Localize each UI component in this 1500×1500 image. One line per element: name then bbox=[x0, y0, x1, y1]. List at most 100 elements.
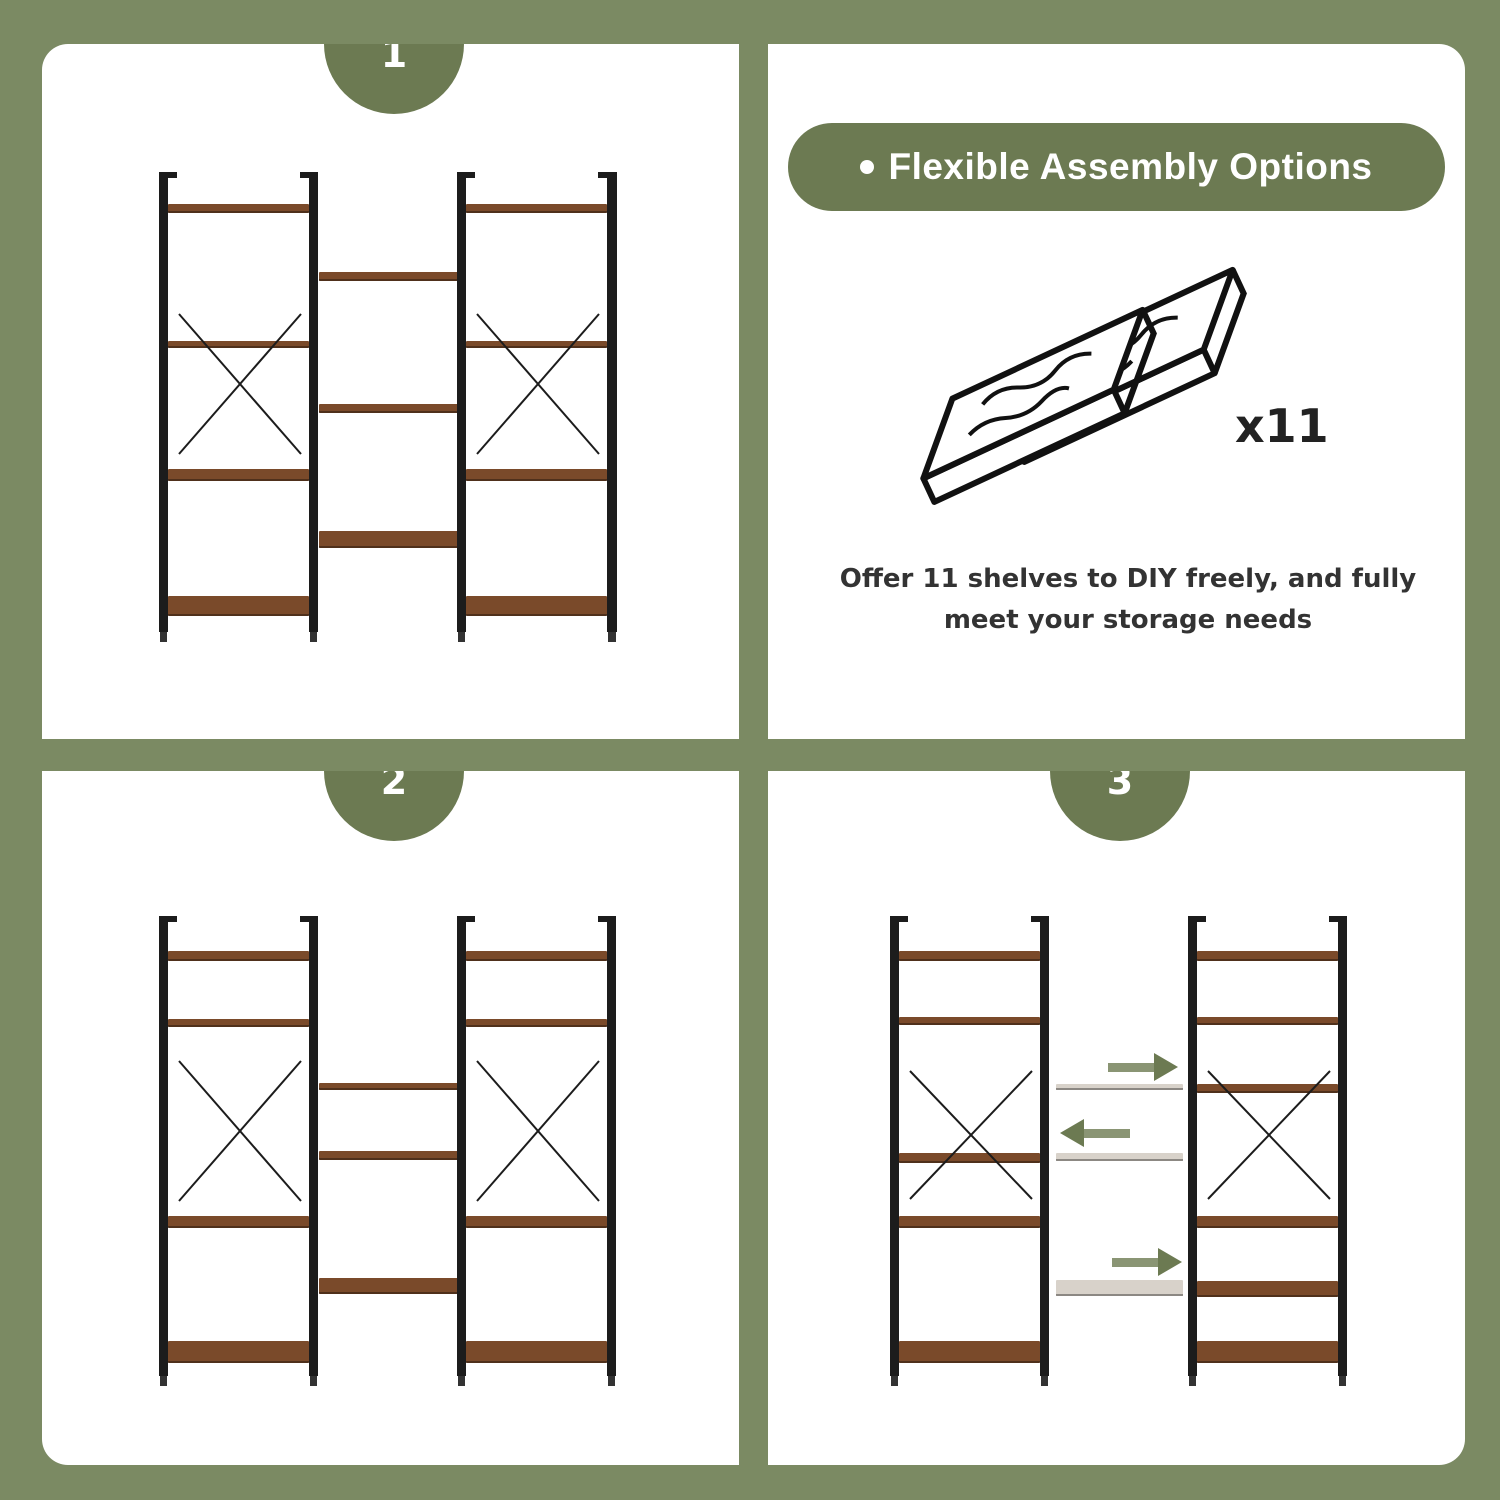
shelf-edge bbox=[168, 479, 309, 481]
shelf-edge bbox=[1056, 1088, 1183, 1090]
shelf-board bbox=[466, 1216, 607, 1228]
bookshelf-config-2 bbox=[159, 916, 616, 1386]
shelf-edge bbox=[319, 1292, 459, 1294]
shelf-board bbox=[466, 951, 607, 961]
shelf-board bbox=[168, 469, 309, 481]
bullet-icon bbox=[860, 160, 875, 174]
feature-description: Offer 11 shelves to DIY freely, and full… bbox=[839, 564, 1417, 635]
shelf-board bbox=[1197, 1341, 1338, 1363]
shelf-edge bbox=[319, 279, 459, 281]
cross-brace bbox=[476, 1060, 600, 1202]
frame-post bbox=[457, 172, 466, 632]
shelf-board bbox=[466, 204, 607, 213]
frame-post bbox=[1188, 916, 1197, 1376]
shelf-edge bbox=[466, 346, 607, 348]
shelf-edge bbox=[466, 959, 607, 961]
shelf-board bbox=[1056, 1280, 1183, 1296]
frame-cap bbox=[1031, 916, 1049, 922]
frame-cap bbox=[300, 172, 318, 178]
bookshelf-config-3 bbox=[890, 916, 1347, 1386]
shelf-edge bbox=[168, 1025, 309, 1027]
shelf-edge bbox=[899, 1226, 1040, 1228]
arrow-right-icon bbox=[1108, 1063, 1156, 1072]
frame-cap bbox=[1188, 916, 1206, 922]
shelf-board bbox=[168, 951, 309, 961]
foot bbox=[310, 1376, 317, 1386]
frame-cap bbox=[457, 916, 475, 922]
shelf-board bbox=[899, 1216, 1040, 1228]
foot bbox=[609, 632, 616, 642]
arrow-right-icon bbox=[1154, 1053, 1178, 1081]
shelf-board bbox=[319, 531, 459, 548]
foot bbox=[160, 1376, 167, 1386]
shelf-edge bbox=[168, 1226, 309, 1228]
shelf-board bbox=[1197, 951, 1338, 961]
shelf-board bbox=[1056, 1153, 1183, 1161]
shelf-edge bbox=[1197, 1226, 1338, 1228]
shelf-board bbox=[1056, 1084, 1183, 1090]
feature-title-pill: Flexible Assembly Options bbox=[788, 123, 1445, 211]
cross-brace bbox=[1207, 1070, 1331, 1200]
shelf-board bbox=[168, 204, 309, 213]
frame-cap bbox=[598, 916, 616, 922]
shelf-edge bbox=[899, 1023, 1040, 1025]
shelf-edge bbox=[1197, 1091, 1338, 1093]
arrow-right-icon bbox=[1158, 1248, 1182, 1276]
shelf-board bbox=[319, 272, 459, 281]
shelf-edge bbox=[1056, 1294, 1183, 1296]
frame-post bbox=[159, 916, 168, 1376]
shelf-edge bbox=[1197, 959, 1338, 961]
shelf-board bbox=[319, 1278, 459, 1294]
cross-brace bbox=[178, 313, 302, 455]
foot bbox=[160, 632, 167, 642]
panel-feature: Flexible Assembly Options x11 Offer 11 s… bbox=[768, 44, 1465, 739]
shelf-edge bbox=[168, 1361, 309, 1363]
arrow-right-icon bbox=[1112, 1258, 1160, 1267]
frame-post bbox=[309, 172, 318, 632]
shelf-board bbox=[899, 1341, 1040, 1363]
frame-post bbox=[890, 916, 899, 1376]
shelf-board bbox=[168, 1216, 309, 1228]
shelf-edge bbox=[319, 411, 459, 413]
frame-post bbox=[608, 172, 617, 632]
foot bbox=[608, 1376, 615, 1386]
shelf-edge bbox=[466, 1361, 607, 1363]
shelf-board bbox=[168, 596, 309, 616]
shelf-edge bbox=[899, 1361, 1040, 1363]
arrow-left-icon bbox=[1082, 1129, 1130, 1138]
frame-post bbox=[1338, 916, 1347, 1376]
shelf-board-icon bbox=[920, 266, 1247, 505]
frame-post bbox=[607, 916, 616, 1376]
shelf-board bbox=[1197, 1084, 1338, 1093]
shelf-count: x11 bbox=[1235, 399, 1329, 453]
cross-brace bbox=[476, 313, 600, 455]
panel-step-3: 3 bbox=[768, 771, 1465, 1465]
foot bbox=[1189, 1376, 1196, 1386]
panel-step-2: 2 bbox=[42, 771, 739, 1465]
shelf-edge bbox=[319, 546, 459, 548]
shelf-board bbox=[466, 469, 607, 481]
shelf-edge bbox=[899, 1161, 1040, 1163]
shelf-board bbox=[1197, 1017, 1338, 1025]
frame-cap bbox=[159, 916, 177, 922]
frame-cap bbox=[598, 172, 616, 178]
shelf-edge bbox=[319, 1088, 459, 1090]
shelf-edge bbox=[1056, 1159, 1183, 1161]
frame-post bbox=[457, 916, 466, 1376]
frame-post bbox=[1040, 916, 1049, 1376]
panel-step-1: 1 bbox=[42, 44, 739, 739]
shelf-edge bbox=[168, 346, 309, 348]
shelf-edge bbox=[899, 959, 1040, 961]
shelf-board bbox=[899, 1153, 1040, 1163]
frame-post bbox=[309, 916, 318, 1376]
shelf-edge bbox=[1197, 1361, 1338, 1363]
foot bbox=[458, 1376, 465, 1386]
shelf-edge bbox=[466, 1226, 607, 1228]
cross-brace bbox=[178, 1060, 302, 1202]
shelf-edge bbox=[466, 1025, 607, 1027]
foot bbox=[1041, 1376, 1048, 1386]
shelf-board bbox=[319, 404, 459, 413]
shelf-board bbox=[319, 1151, 459, 1160]
shelf-board bbox=[466, 596, 607, 616]
frame-cap bbox=[457, 172, 475, 178]
